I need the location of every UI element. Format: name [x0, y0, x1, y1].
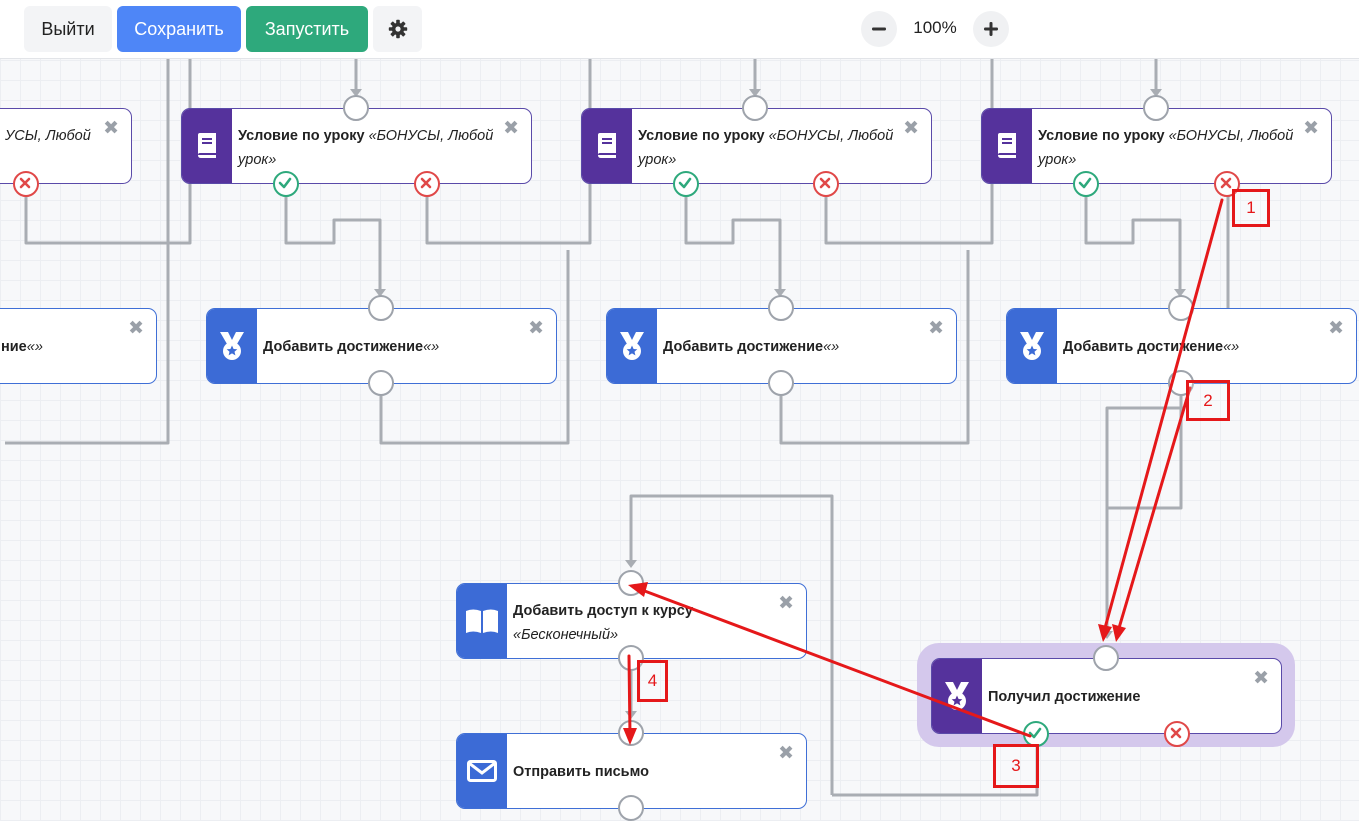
wire [1084, 194, 1182, 294]
annotation-label-3: 3 [993, 744, 1039, 788]
node-param: «» [823, 339, 840, 355]
success-port-icon[interactable] [273, 171, 299, 197]
close-icon[interactable]: ✖ [103, 118, 119, 139]
zoom-in-button[interactable] [973, 11, 1009, 47]
node-param: «» [26, 339, 43, 355]
node-title: ние [1, 339, 27, 355]
node-title: Получил достижение [988, 689, 1141, 705]
node-title: Условие по уроку [1038, 128, 1169, 144]
medal-icon [207, 309, 257, 383]
input-port[interactable] [368, 295, 394, 321]
annotation-label-4: 4 [637, 660, 668, 702]
input-port[interactable] [1168, 295, 1194, 321]
node-param: «Бесконечный» [513, 627, 619, 643]
node-label: Добавить доступ к курсу «Бесконечный» [513, 599, 778, 647]
node-title: Отправить письмо [513, 764, 649, 780]
settings-button[interactable] [373, 6, 422, 52]
minus-icon [872, 27, 886, 31]
node-param: «» [1223, 339, 1240, 355]
medal-icon [607, 309, 657, 383]
output-port[interactable] [768, 370, 794, 396]
wire-arrow [1150, 89, 1162, 97]
fail-port-icon[interactable] [1164, 721, 1190, 747]
node-title: Условие по уроку [238, 128, 369, 144]
close-icon[interactable]: ✖ [1328, 318, 1344, 339]
save-button[interactable]: Сохранить [117, 6, 241, 52]
node-label: Условие по уроку «БОНУСЫ, Любой урок» [1038, 124, 1303, 172]
input-port[interactable] [618, 570, 644, 596]
node-title: Добавить достижение [663, 339, 824, 355]
annotation-label-2: 2 [1186, 380, 1230, 421]
wire [684, 194, 782, 294]
medal-icon [1007, 309, 1057, 383]
add-achievement-node-partial[interactable]: ние«» ✖ [0, 308, 157, 384]
wire [379, 250, 570, 445]
output-port[interactable] [368, 370, 394, 396]
output-port[interactable] [618, 795, 644, 821]
close-icon[interactable]: ✖ [1253, 668, 1269, 689]
fail-port-icon[interactable] [813, 171, 839, 197]
node-param: «БОНУСЫ, Любой урок» [638, 128, 894, 168]
node-title: Добавить достижение [1063, 339, 1224, 355]
input-port[interactable] [768, 295, 794, 321]
wire-arrow [749, 89, 761, 97]
node-param: УСЫ, Любой [5, 128, 91, 144]
open-book-icon [457, 584, 507, 658]
wire [1107, 396, 1183, 510]
node-label: Условие по уроку «БОНУСЫ, Любой урок» [238, 124, 503, 172]
node-title: Добавить доступ к курсу [513, 603, 693, 619]
input-port[interactable] [742, 95, 768, 121]
annotation-label-1: 1 [1232, 189, 1270, 227]
wire [1105, 406, 1184, 630]
zoom-out-button[interactable] [861, 11, 897, 47]
close-icon[interactable]: ✖ [778, 743, 794, 764]
medal-icon [932, 659, 982, 733]
close-icon[interactable]: ✖ [903, 118, 919, 139]
close-icon[interactable]: ✖ [528, 318, 544, 339]
wire-arrow [350, 89, 362, 97]
wire [284, 194, 382, 294]
node-param: «БОНУСЫ, Любой урок» [1038, 128, 1294, 168]
input-port[interactable] [1143, 95, 1169, 121]
run-button[interactable]: Запустить [246, 6, 368, 52]
success-port-icon[interactable] [1073, 171, 1099, 197]
gear-icon [388, 19, 407, 39]
input-port[interactable] [343, 95, 369, 121]
fail-port-icon[interactable] [13, 171, 39, 197]
wire-arrow [625, 711, 637, 719]
book-icon [582, 109, 632, 183]
input-port[interactable] [618, 720, 644, 746]
wire-arrow [625, 560, 637, 568]
wire [5, 58, 170, 445]
fail-port-icon[interactable] [414, 171, 440, 197]
book-icon [182, 109, 232, 183]
wire-arrow [1101, 631, 1113, 639]
close-icon[interactable]: ✖ [128, 318, 144, 339]
input-port[interactable] [1093, 645, 1119, 671]
wire-arrow [774, 289, 786, 297]
close-icon[interactable]: ✖ [778, 593, 794, 614]
node-label: Условие по уроку «БОНУСЫ, Любой урок» [638, 124, 903, 172]
lesson-condition-node-partial[interactable]: УСЫ, Любой ✖ [0, 108, 132, 184]
book-icon [982, 109, 1032, 183]
close-icon[interactable]: ✖ [928, 318, 944, 339]
plus-icon [984, 22, 998, 36]
top-toolbar: Выйти Сохранить Запустить 100% [0, 0, 1359, 59]
node-param: «» [423, 339, 440, 355]
success-port-icon[interactable] [673, 171, 699, 197]
node-title: Добавить достижение [263, 339, 424, 355]
wire-arrow [374, 289, 386, 297]
zoom-level: 100% [913, 18, 957, 37]
fail-port-icon[interactable] [1214, 171, 1240, 197]
exit-button[interactable]: Выйти [24, 6, 112, 52]
wire [779, 250, 970, 445]
close-icon[interactable]: ✖ [503, 118, 519, 139]
envelope-icon [457, 734, 507, 808]
node-param: «БОНУСЫ, Любой урок» [238, 128, 494, 168]
node-title: Условие по уроку [638, 128, 769, 144]
wire [24, 194, 163, 245]
close-icon[interactable]: ✖ [1303, 118, 1319, 139]
